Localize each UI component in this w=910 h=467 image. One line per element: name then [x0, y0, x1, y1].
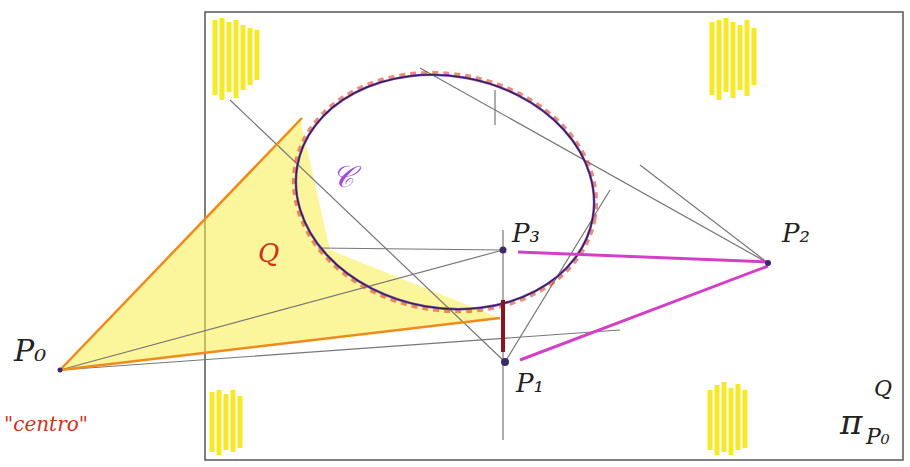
conic-label: 𝒞	[332, 162, 354, 192]
points	[58, 247, 772, 373]
plane-rectangle	[205, 12, 903, 460]
construction-lines	[60, 68, 768, 440]
conic-ellipse	[275, 49, 615, 334]
tangent-lines	[60, 118, 500, 370]
superscript-label: Q	[874, 378, 892, 400]
polar-segment	[501, 300, 505, 352]
plane-label: π	[840, 405, 862, 439]
point-label: P₃	[512, 220, 540, 246]
point-label: P₁	[516, 370, 544, 396]
cone-fill	[60, 118, 500, 370]
polar-lines	[518, 252, 768, 360]
cone-label: Q	[258, 240, 279, 266]
note-label: "centro"	[4, 414, 88, 434]
subscript-label: P₀	[866, 426, 890, 448]
point-label: P₂	[782, 220, 810, 246]
point-label: P₀	[14, 336, 46, 366]
